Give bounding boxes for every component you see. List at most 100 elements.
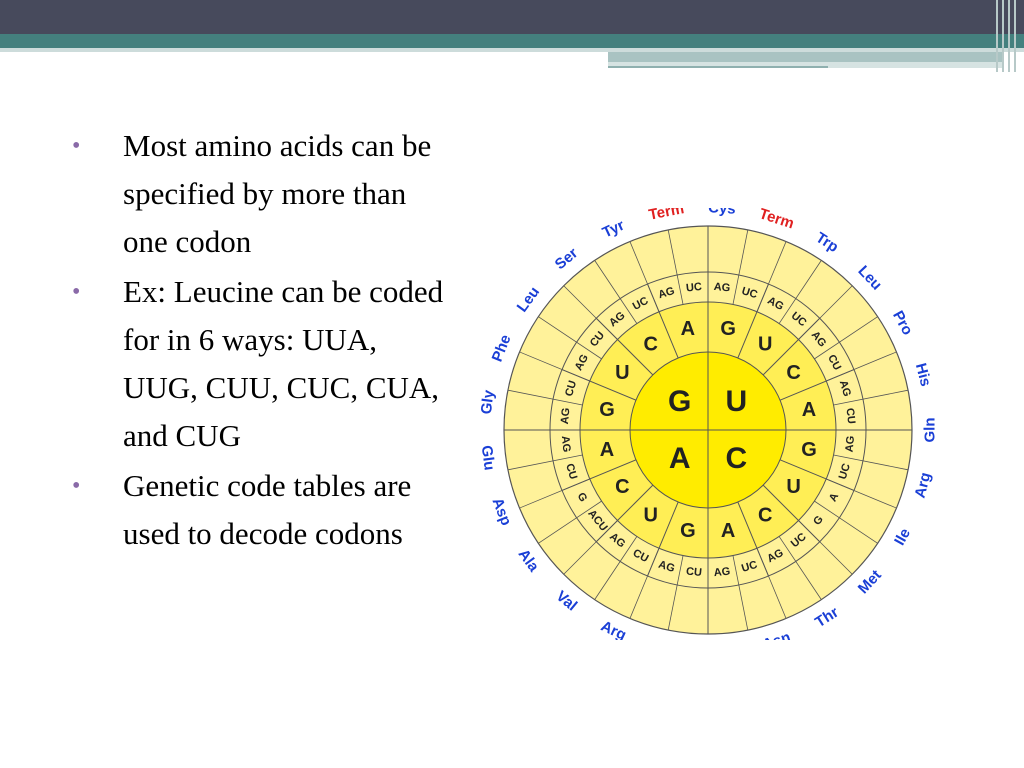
second-base-label: C xyxy=(758,505,772,527)
outer-ring-divider xyxy=(519,478,590,509)
outer-ring-divider xyxy=(833,389,909,406)
first-base-label: U xyxy=(725,385,747,418)
outer-ring-divider xyxy=(538,500,602,544)
second-base-label: U xyxy=(758,333,772,355)
second-base-label: C xyxy=(644,333,658,355)
outer-ring-divider xyxy=(629,241,660,312)
third-base-label: UC xyxy=(740,285,759,301)
third-base-label: AG xyxy=(657,559,676,575)
outer-ring-divider xyxy=(594,536,638,600)
third-base-label: UC xyxy=(685,281,702,295)
third-base-label: CU xyxy=(563,462,579,481)
amino-acid-label: His xyxy=(912,361,934,388)
amino-acid-label: Ser xyxy=(653,637,680,640)
third-base-label: CU xyxy=(563,379,579,398)
amino-acid-label: Leu xyxy=(514,284,543,316)
header-light-strip xyxy=(0,48,1024,52)
outer-ring-divider xyxy=(563,520,618,575)
second-base-label: A xyxy=(721,520,735,542)
amino-acid-label: Glu xyxy=(478,444,498,471)
amino-acid-label: Trp xyxy=(813,229,842,256)
amino-acid-label: Term xyxy=(757,208,796,232)
second-base-label: G xyxy=(720,318,736,340)
bullet-list: • Most amino acids can be specified by mo… xyxy=(72,122,452,560)
outer-ring-divider xyxy=(833,454,909,471)
amino-acid-label: Term xyxy=(647,208,685,224)
outer-ring-divider xyxy=(563,285,618,340)
bullet-icon: • xyxy=(72,279,81,305)
outer-ring-divider xyxy=(798,520,853,575)
amino-acid-label: Met xyxy=(855,567,885,597)
outer-ring-divider xyxy=(778,536,822,600)
third-base-label: CU xyxy=(844,407,858,424)
amino-acid-label: Gln xyxy=(922,418,939,443)
amino-acid-label: Tyr xyxy=(600,217,627,242)
header-decor-strip xyxy=(608,52,1004,62)
outer-ring-divider xyxy=(756,548,787,619)
second-base-label: U xyxy=(786,476,800,498)
outer-ring-divider xyxy=(826,351,897,382)
outer-ring-divider xyxy=(826,478,897,509)
second-base-label: G xyxy=(599,399,615,421)
second-base-label: A xyxy=(600,439,614,461)
second-base-label: A xyxy=(802,399,816,421)
outer-ring-divider xyxy=(507,454,583,471)
third-base-label: AG xyxy=(559,407,573,425)
amino-acid-label: Gly xyxy=(478,388,498,415)
first-base-label: C xyxy=(725,442,747,475)
outer-ring-divider xyxy=(732,229,749,305)
amino-acid-label: Arg xyxy=(912,471,935,500)
amino-acid-label: Phe xyxy=(489,332,515,364)
bullet-text: Most amino acids can be specified by mor… xyxy=(123,128,432,259)
amino-acid-label: Arg xyxy=(598,618,629,640)
bullet-icon: • xyxy=(72,133,81,159)
bullet-item: • Most amino acids can be specified by mo… xyxy=(72,122,452,266)
second-base-label: G xyxy=(680,520,696,542)
third-base-label: CU xyxy=(685,566,702,580)
amino-acid-label: Thr xyxy=(812,604,842,631)
header-decor-strip-light xyxy=(608,62,1004,68)
first-base-label: G xyxy=(668,385,691,418)
amino-acid-label: Asp xyxy=(488,495,514,528)
outer-ring-divider xyxy=(732,555,749,631)
outer-ring-divider xyxy=(507,389,583,406)
second-base-label: C xyxy=(786,362,800,384)
amino-acid-label: Ala xyxy=(515,546,543,575)
bullet-text: Genetic code tables are used to decode c… xyxy=(123,468,412,551)
bullet-item: • Genetic code tables are used to decode … xyxy=(72,462,452,558)
amino-acid-label: Ile xyxy=(891,526,914,549)
second-base-label: C xyxy=(615,476,629,498)
amino-acid-label: Leu xyxy=(855,262,886,293)
outer-ring-divider xyxy=(629,548,660,619)
outer-ring-divider xyxy=(538,316,602,360)
outer-ring-divider xyxy=(667,229,684,305)
second-base-label: G xyxy=(801,439,817,461)
corner-decoration xyxy=(996,0,1018,72)
third-base-label: AG xyxy=(559,435,573,453)
bullet-item: • Ex: Leucine can be coded for in 6 ways:… xyxy=(72,268,452,460)
amino-acid-label: Pro xyxy=(889,308,916,338)
amino-acid-label: Val xyxy=(553,588,581,615)
third-base-label: AG xyxy=(837,379,853,398)
third-base-label: AG xyxy=(844,435,858,453)
amino-acid-label: Asn xyxy=(760,629,792,640)
amino-acid-label: Ser xyxy=(552,245,582,274)
outer-ring-divider xyxy=(814,500,878,544)
second-base-label: U xyxy=(644,505,658,527)
header-accent-strip xyxy=(0,34,1024,48)
header-decor-line xyxy=(608,66,828,68)
third-base-label: AG xyxy=(657,285,676,301)
amino-acid-label: Cys xyxy=(708,208,737,218)
outer-ring-divider xyxy=(667,555,684,631)
outer-ring-divider xyxy=(778,260,822,324)
second-base-label: U xyxy=(615,362,629,384)
title-bar xyxy=(0,0,1024,34)
second-base-label: A xyxy=(681,318,695,340)
outer-ring-divider xyxy=(519,351,590,382)
bullet-icon: • xyxy=(72,473,81,499)
bullet-text: Ex: Leucine can be coded for in 6 ways: … xyxy=(123,274,444,453)
outer-ring-divider xyxy=(798,285,853,340)
outer-ring-divider xyxy=(814,316,878,360)
outer-ring-divider xyxy=(594,260,638,324)
